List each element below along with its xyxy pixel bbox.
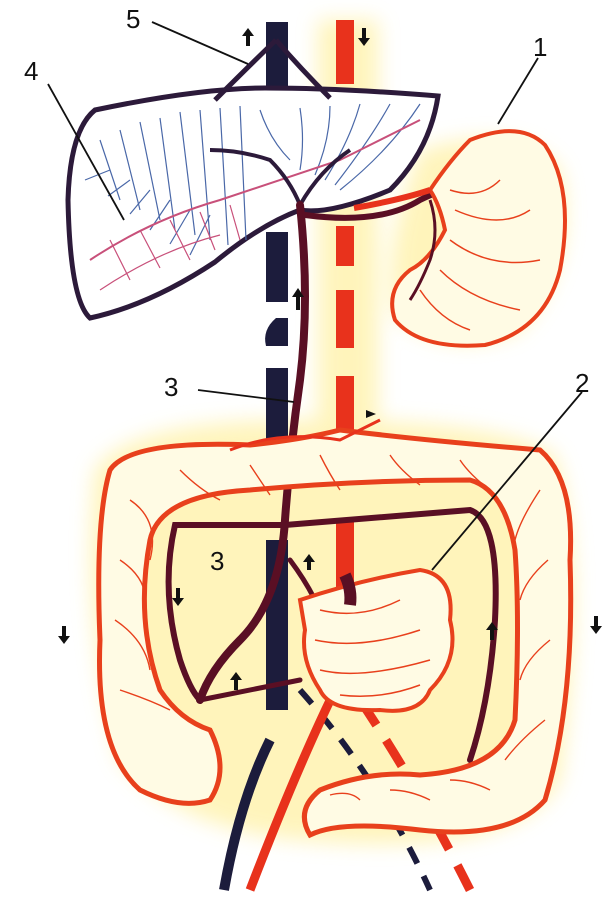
arrow-up-icon [242,28,254,46]
label-portal-vein-upper: 3 [164,372,178,402]
label-spleen: 1 [533,32,547,62]
label-portal-vein-lower: 3 [210,546,224,576]
liver [68,40,438,318]
label-intestine: 2 [575,368,589,398]
label-hepatic-veins: 5 [126,4,140,34]
arrow-down-icon [58,626,70,644]
small-intestine [300,570,453,711]
label-liver-capillaries: 4 [24,56,38,86]
arrow-down-icon [590,616,602,634]
